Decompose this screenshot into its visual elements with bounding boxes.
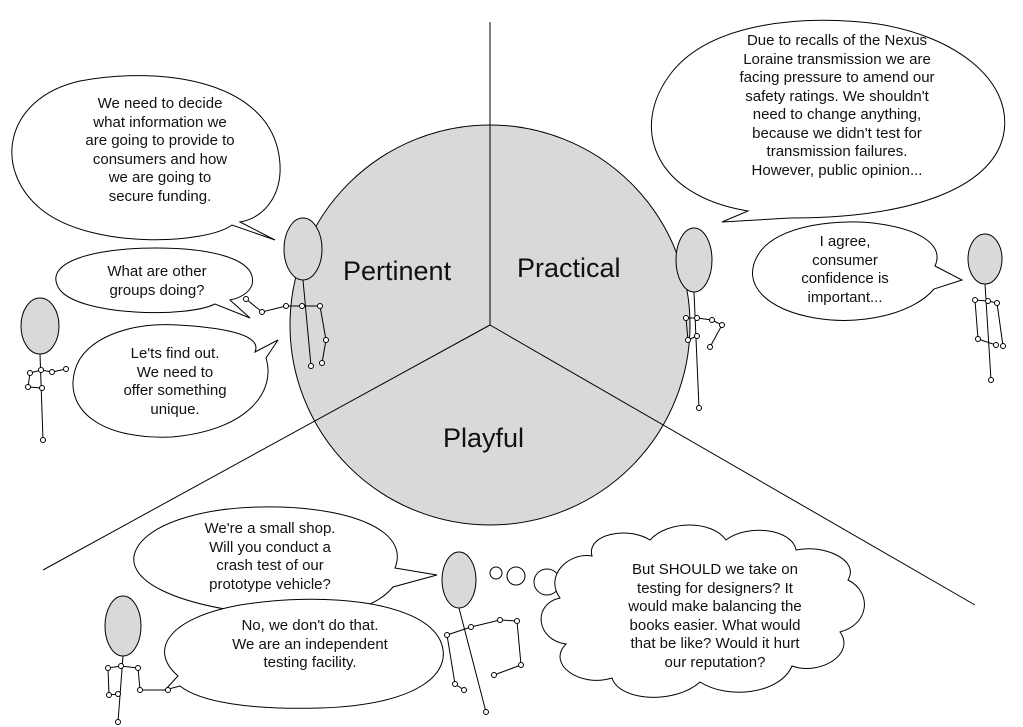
bubble-text-should-we: But SHOULD we take on testing for design…	[600, 561, 830, 672]
bubble-line: I agree,	[819, 233, 871, 250]
bubble-line: confidence is	[801, 270, 889, 287]
bubble-line: But SHOULD we take on	[632, 561, 798, 578]
thought-cloud	[540, 524, 865, 698]
bubble-line: important...	[807, 288, 883, 306]
bubble-line: transmission failures.	[766, 143, 908, 160]
bubble-line: secure funding.	[108, 187, 212, 205]
figure-shop-owner	[104, 595, 171, 725]
bubble-line: testing facility.	[263, 654, 357, 671]
bubble-line: Due to recalls of the Nexus	[746, 32, 928, 49]
bubble-line: Will you conduct a	[209, 538, 331, 556]
bubble-line: We need to decide	[97, 95, 223, 112]
bubble-line: our reputation?	[664, 653, 766, 671]
bubble-line: we are going to	[108, 169, 212, 186]
bubble-line: We are an independent	[232, 635, 388, 653]
bubble-line: We're a small shop.	[204, 520, 336, 537]
bubble-line: books easier. What would	[629, 616, 801, 634]
bubble-text-find-out: Le'ts find out. We need to offer somethi…	[95, 345, 255, 419]
bubble-line: testing for designers? It	[637, 579, 793, 597]
bubble-line: that be like? Would it hurt	[630, 635, 800, 652]
bubble-line: because we didn't test for	[752, 124, 922, 142]
bubble-other-groups	[55, 247, 253, 319]
bubble-text-decide-info: We need to decide what information we ar…	[50, 95, 270, 206]
bubble-line: We need to	[136, 363, 214, 381]
bubble-line: consumer	[812, 251, 878, 269]
bubble-line: crash test of our	[216, 557, 324, 574]
figure-practical-speaker	[675, 227, 725, 411]
bubble-line: consumers and how	[92, 150, 228, 168]
bubble-line: groups doing?	[109, 281, 205, 299]
bubble-line: However, public opinion...	[751, 161, 923, 179]
figure-right-listener	[967, 233, 1006, 383]
figure-left-listener	[20, 297, 69, 443]
figure-pertinent-speaker	[243, 217, 329, 369]
bubble-line: offer something	[123, 382, 227, 399]
bubble-line: need to change anything,	[752, 106, 922, 123]
sector-label-playful: Playful	[443, 423, 525, 453]
bubble-line: would make balancing the	[628, 598, 802, 615]
bubble-recalls	[650, 19, 1006, 223]
thought-dots	[489, 566, 561, 596]
bubble-line: are going to provide to	[85, 132, 235, 149]
bubble-no-we-dont	[163, 598, 444, 709]
bubble-find-out	[72, 324, 279, 438]
bubble-text-recalls: Due to recalls of the Nexus Loraine tran…	[712, 32, 962, 180]
bubble-line: what information we	[93, 113, 227, 131]
figure-thinker	[441, 551, 524, 715]
sector-label-pertinent: Pertinent	[343, 256, 452, 286]
bubble-line: unique.	[150, 400, 200, 418]
bubble-decide-info	[11, 75, 281, 241]
bubble-line: Loraine transmission we are	[743, 50, 931, 68]
bubble-line: facing pressure to amend our	[739, 69, 935, 86]
bubble-agree	[752, 221, 964, 321]
divider-lines	[42, 22, 976, 606]
sector-label-practical: Practical	[517, 253, 621, 283]
bubble-line: prototype vehicle?	[209, 575, 331, 593]
bubble-line: What are other	[107, 263, 207, 280]
bubble-text-agree: I agree, consumer confidence is importan…	[780, 233, 910, 307]
bubble-text-small-shop: We're a small shop. Will you conduct a c…	[170, 520, 370, 594]
bubble-text-no-we-dont: No, we don't do that. We are an independ…	[205, 617, 415, 673]
bubble-line: Le'ts find out.	[130, 345, 220, 362]
bubble-text-other-groups: What are other groups doing?	[82, 263, 232, 300]
bubble-line: No, we don't do that.	[241, 617, 379, 634]
bubble-line: safety ratings. We shouldn't	[745, 87, 929, 105]
